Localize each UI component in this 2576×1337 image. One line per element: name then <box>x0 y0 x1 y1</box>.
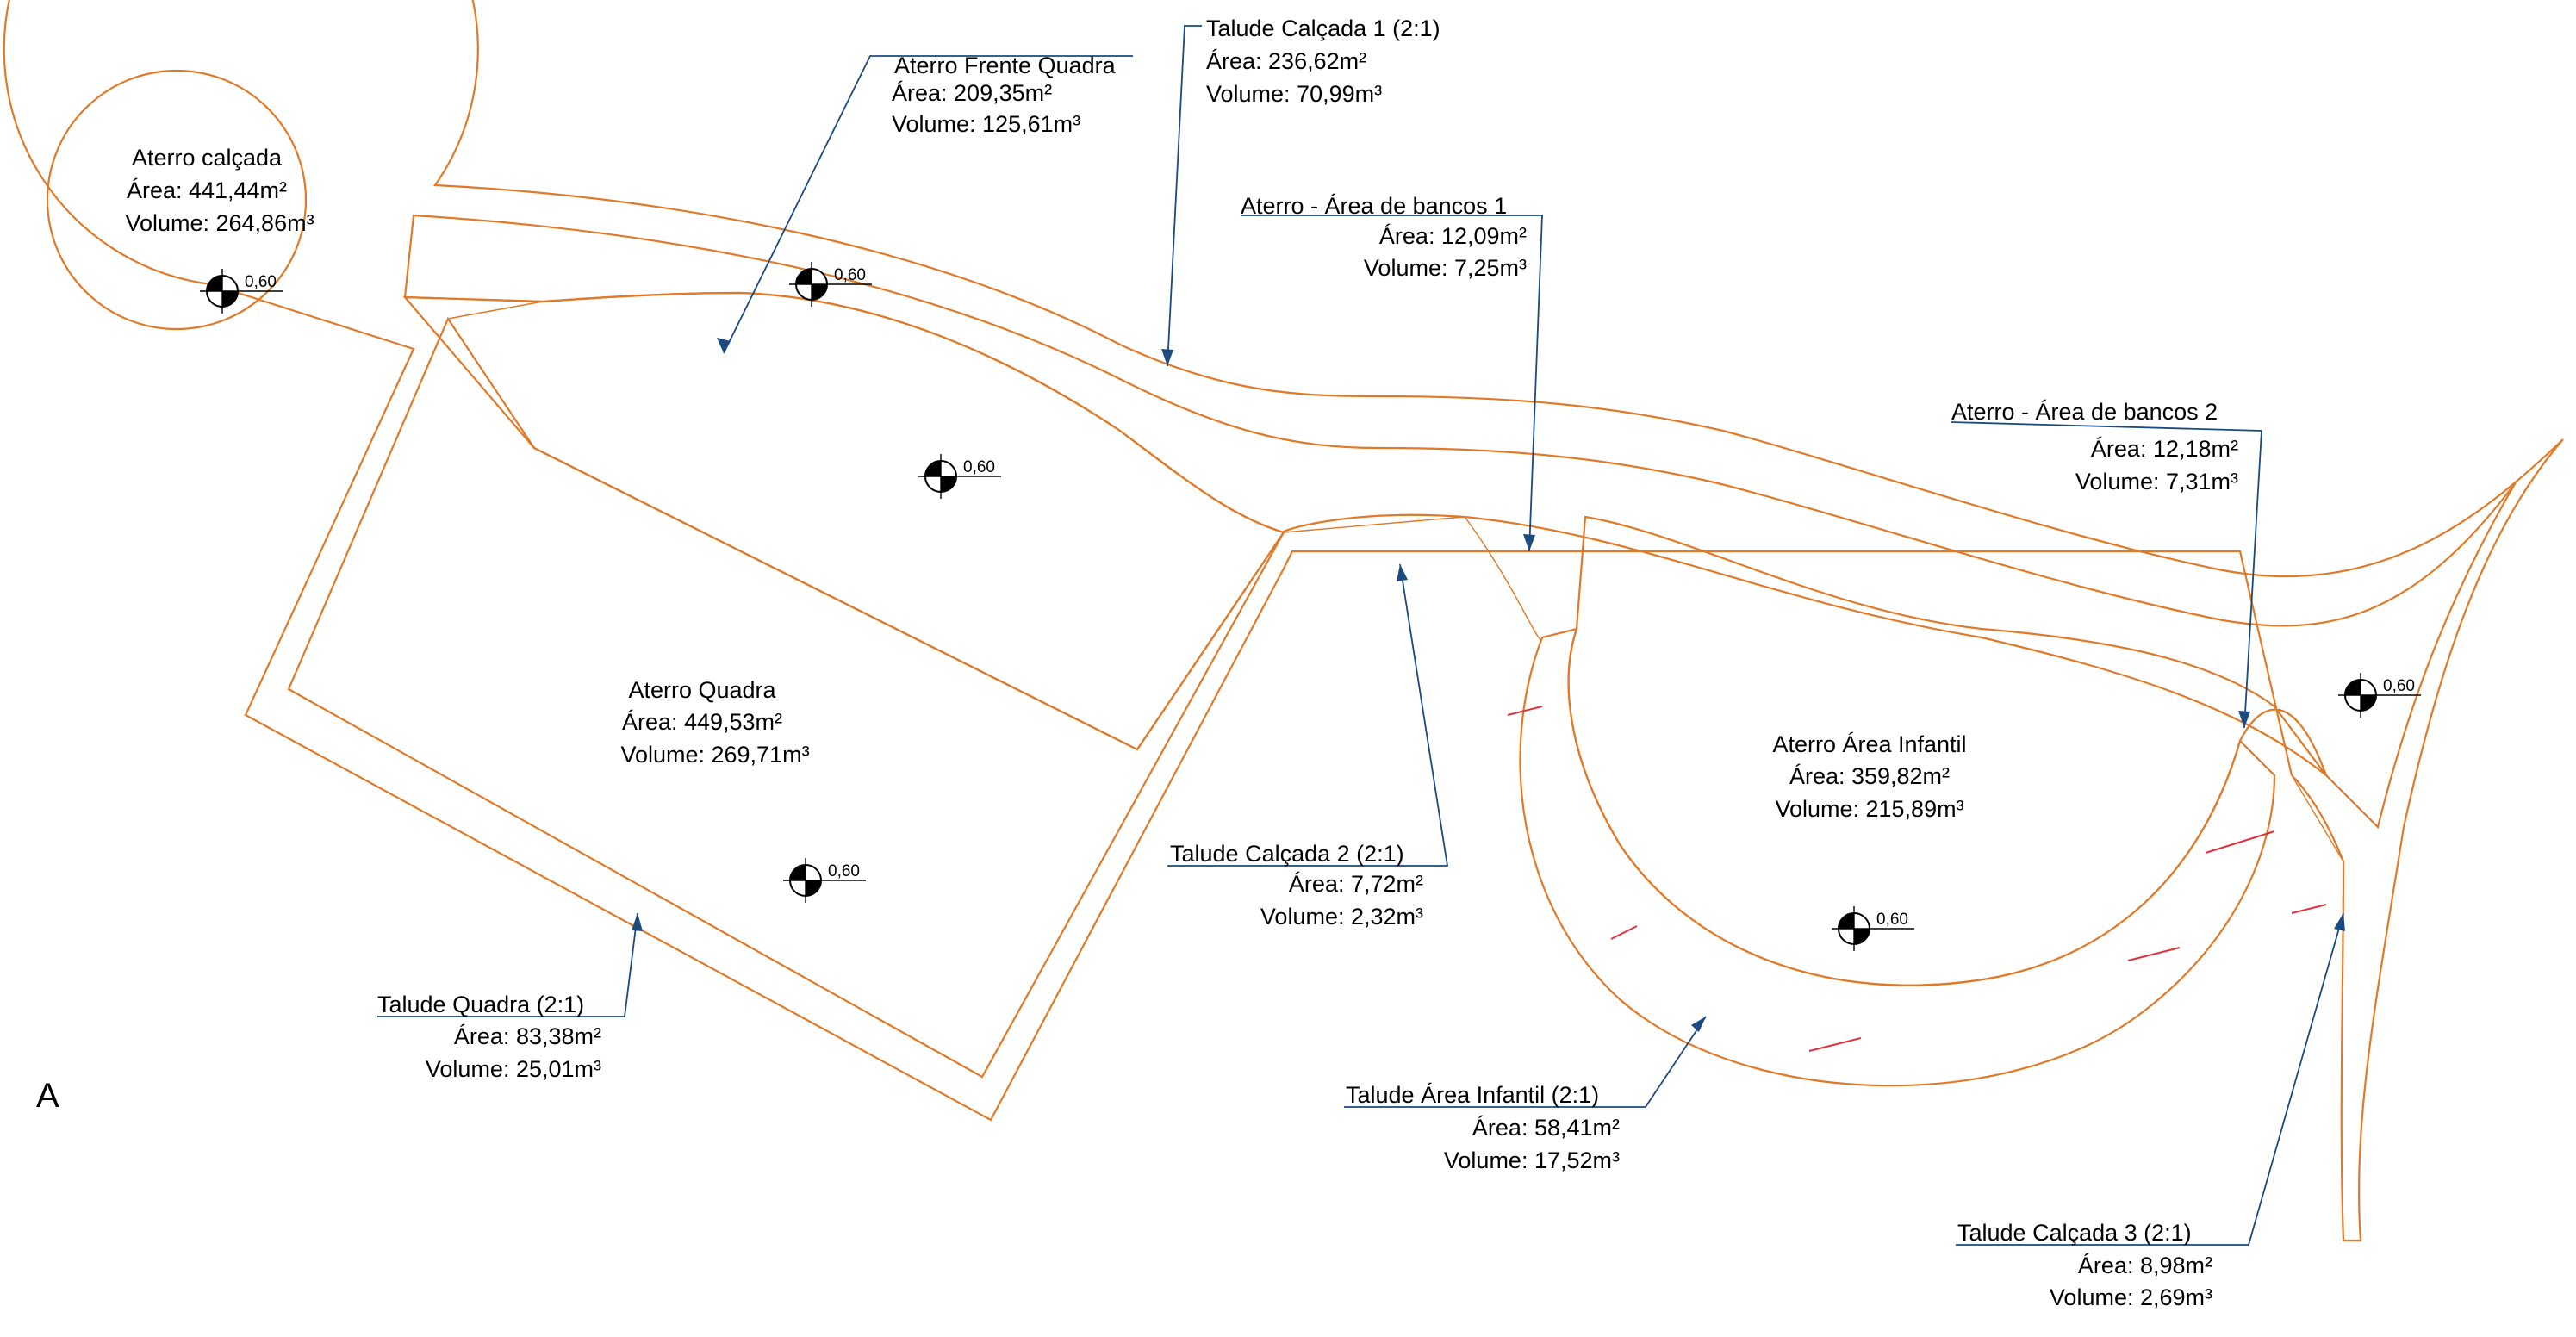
elevation-marker-icon: 0,60 <box>200 269 283 314</box>
bancos-2-title: Aterro - Área de bancos 2 <box>1951 399 2218 425</box>
talude-calcada-3-title: Talude Calçada 3 (2:1) <box>1957 1220 2192 1246</box>
sheet-corner-label: A <box>36 1077 59 1115</box>
aterro-area-infantil-area: Área: 359,82m² <box>1789 763 1950 789</box>
aterro-quadra-volume: Volume: 269,71m³ <box>620 742 809 768</box>
talude-calcada-2-area: Área: 7,72m² <box>1289 871 1423 897</box>
aterro-calcada-volume: Volume: 264,86m³ <box>125 210 314 236</box>
bancos-1-area: Área: 12,09m² <box>1379 223 1527 249</box>
elevation-marker-icon: 0,60 <box>783 858 866 903</box>
talude-quadra-volume: Volume: 25,01m³ <box>426 1056 601 1082</box>
talude-area-infantil-region <box>1519 627 2276 1087</box>
aterro-calcada-region <box>46 69 308 331</box>
elevation-marker-icon: 0,60 <box>2338 673 2421 718</box>
elevation-value: 0,60 <box>828 862 860 880</box>
talude-calcada-2-volume: Volume: 2,32m³ <box>1260 904 1423 930</box>
aterro-quadra-region <box>287 316 1285 1079</box>
aterro-frente-quadra-area: Área: 209,35m² <box>892 80 1052 106</box>
slope-regions <box>3 0 2564 1242</box>
talude-calcada-3-area: Área: 8,98m² <box>2078 1253 2212 1278</box>
aterro-calcada-title: Aterro calçada <box>132 145 283 171</box>
elevation-marker-icon: 0,60 <box>1832 906 1914 951</box>
aterro-area-infantil-title: Aterro Área Infantil <box>1772 731 1966 757</box>
talude-calcada-1-title: Talude Calçada 1 (2:1) <box>1206 16 1440 41</box>
talude-area-infantil-title: Talude Área Infantil (2:1) <box>1346 1082 1599 1108</box>
aterro-quadra-area: Área: 449,53m² <box>622 709 782 735</box>
talude-quadra-area: Área: 83,38m² <box>454 1023 601 1049</box>
aterro-frente-quadra-title: Aterro Frente Quadra <box>894 53 1117 78</box>
talude-calcada-3-volume: Volume: 2,69m³ <box>2050 1284 2212 1310</box>
elevation-value: 0,60 <box>2383 677 2415 695</box>
talude-calcada-2-title: Talude Calçada 2 (2:1) <box>1170 841 1404 867</box>
bancos-2-area: Área: 12,18m² <box>2091 436 2238 462</box>
aterro-frente-quadra-region <box>402 291 1285 751</box>
aterro-quadra-title: Aterro Quadra <box>628 677 776 703</box>
bancos-1-volume: Volume: 7,25m³ <box>1364 255 1527 281</box>
red-marks <box>1507 706 2327 1052</box>
area-labels: Aterro calçada Área: 441,44m² Volume: 26… <box>125 16 2238 1310</box>
elevation-marker-icon: 0,60 <box>789 262 872 307</box>
leader-arrows <box>632 338 2345 1032</box>
elevation-value: 0,60 <box>834 266 866 284</box>
bancos-1-title: Aterro - Área de bancos 1 <box>1241 193 1507 219</box>
elevation-markers: 0,60 0,60 0,60 0,60 0,60 0,60 <box>200 262 2421 951</box>
talude-area-infantil-area: Área: 58,41m² <box>1472 1115 1620 1141</box>
talude-calcada-region <box>3 0 2564 1242</box>
bancos-2-volume: Volume: 7,31m³ <box>2075 469 2238 494</box>
elevation-value: 0,60 <box>245 273 277 291</box>
talude-calcada-1-area: Área: 236,62m² <box>1206 48 1366 74</box>
aterro-area-infantil-region <box>1567 515 2328 986</box>
aterro-area-infantil-volume: Volume: 215,89m³ <box>1775 796 1963 822</box>
aterro-frente-quadra-volume: Volume: 125,61m³ <box>892 111 1080 137</box>
elevation-marker-icon: 0,60 <box>918 454 1001 499</box>
talude-quadra-title: Talude Quadra (2:1) <box>377 992 584 1017</box>
calcada-band-region <box>403 214 2517 830</box>
elevation-value: 0,60 <box>963 458 995 476</box>
talude-calcada-1-volume: Volume: 70,99m³ <box>1206 81 1382 107</box>
inner-lines <box>404 296 2344 862</box>
talude-area-infantil-volume: Volume: 17,52m³ <box>1444 1147 1620 1173</box>
aterro-calcada-area: Área: 441,44m² <box>127 177 287 203</box>
elevation-value: 0,60 <box>1876 911 1908 929</box>
leader-lines <box>377 25 2344 1246</box>
